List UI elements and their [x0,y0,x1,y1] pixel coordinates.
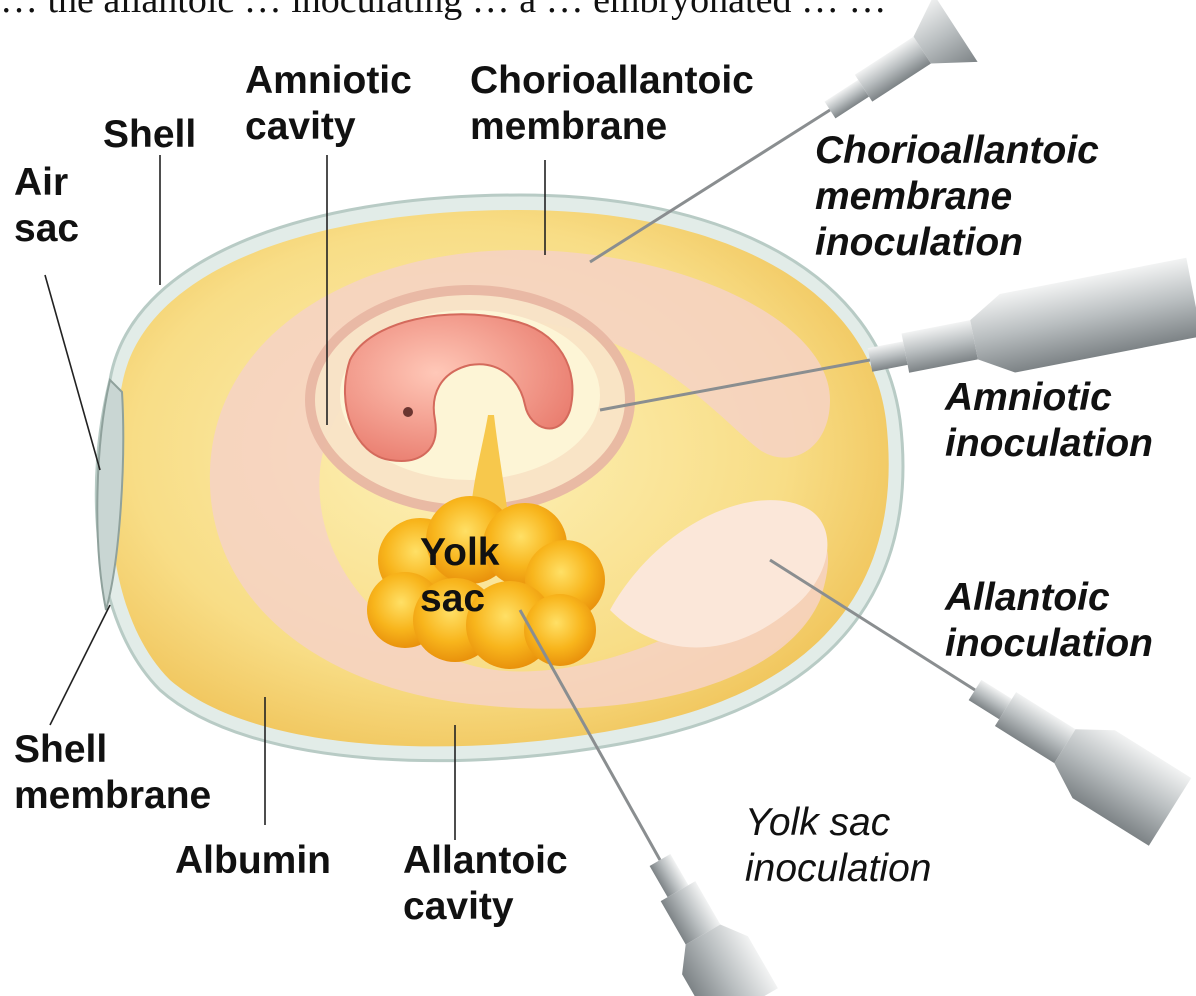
label-air-sac: Airsac [14,160,79,252]
label-route-cam: Chorioallantoic membrane inoculation [815,128,1099,266]
label-shell-membrane: Shellmembrane [14,727,211,819]
label-route-allantoic: Allantoic inoculation [945,575,1153,667]
label-allantoic-cavity: Allantoiccavity [403,838,568,930]
label-albumin: Albumin [175,838,331,884]
label-route-amniotic: Amniotic inoculation [945,375,1153,467]
label-shell: Shell [103,112,196,158]
label-amniotic-cavity: Amnioticcavity [245,58,412,150]
label-route-yolk: Yolk sac inoculation [745,800,931,892]
label-yolk-sac: Yolksac [420,530,499,622]
syringe-allantoic [954,656,1191,846]
cut-off-header-text: … the allantoic … inoculating … a … embr… [0,0,1196,22]
embryo-eye [403,407,413,417]
label-chorioallantoic-membrane: Chorioallantoicmembrane [470,58,754,150]
